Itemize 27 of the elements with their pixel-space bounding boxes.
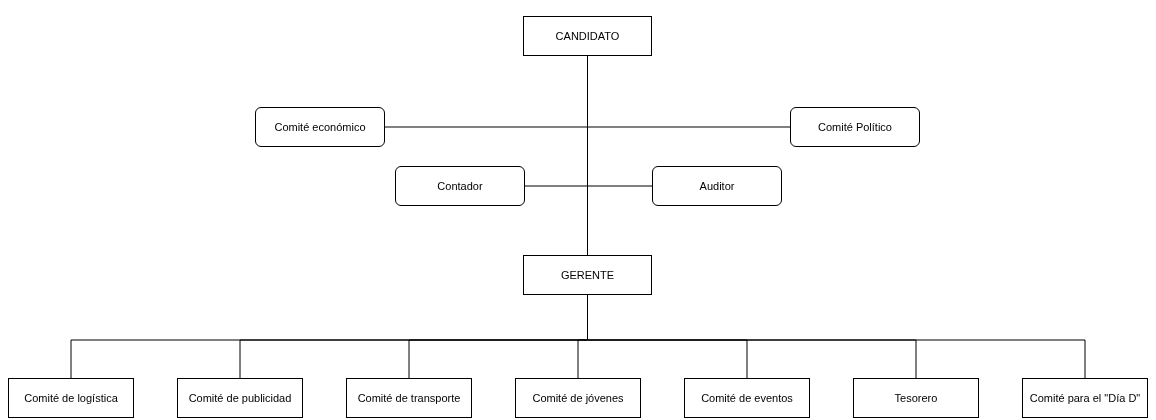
node-label: Auditor [699, 179, 735, 193]
rounded-box [395, 166, 525, 206]
org-box [523, 255, 652, 295]
org-box [346, 378, 472, 418]
node-label: Contador [437, 179, 483, 193]
node-label: Comité económico [274, 120, 366, 134]
node-label: Comité Político [818, 120, 892, 134]
rounded-box [790, 107, 920, 147]
rounded-box [652, 166, 782, 206]
org-box [523, 16, 652, 56]
node-label: CANDIDATO [555, 29, 620, 43]
org-box [853, 378, 979, 418]
node-label: GERENTE [560, 268, 615, 282]
connector-line [587, 55, 588, 256]
node-label: Comité de publicidad [188, 391, 292, 405]
org-box [515, 378, 641, 418]
rounded-box [255, 107, 385, 147]
node-label: Comité de transporte [357, 391, 461, 405]
node-label: Comité de eventos [701, 391, 793, 405]
org-box [177, 378, 303, 418]
node-label: Comité para el "Día D" [1029, 391, 1141, 405]
org-box [8, 378, 134, 418]
org-box [684, 378, 810, 418]
node-label: Comité de logística [24, 391, 118, 405]
node-label: Comité de jóvenes [532, 391, 624, 405]
node-label: Tesorero [894, 391, 938, 405]
org-box [1022, 378, 1148, 418]
